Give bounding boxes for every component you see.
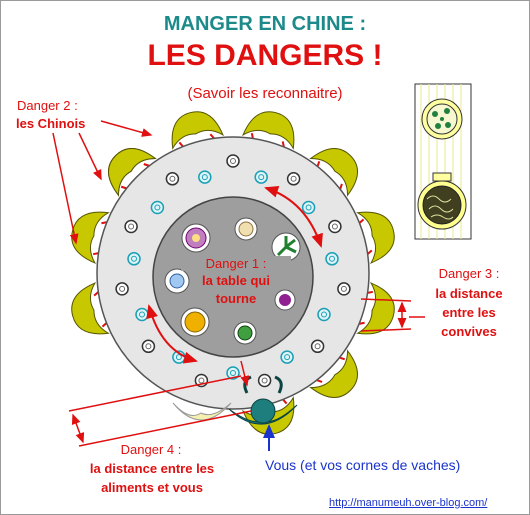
danger1-line1: la table qui: [202, 273, 270, 288]
blog-link[interactable]: http://manumeuh.over-blog.com/: [329, 497, 488, 509]
danger3-measure: [360, 298, 425, 332]
place-setting-inner: [119, 285, 126, 292]
place-setting-inner: [128, 223, 135, 230]
place-setting: [141, 339, 156, 354]
place-setting: [135, 307, 149, 322]
place-setting-inner: [169, 175, 176, 182]
place-setting-inner: [154, 204, 161, 211]
danger3-line1: la distance: [435, 286, 503, 301]
place-setting: [226, 154, 240, 168]
place-setting-inner: [331, 223, 338, 230]
danger3-line3: convives: [441, 324, 497, 339]
place-setting: [127, 252, 141, 266]
place-setting: [310, 339, 325, 354]
danger4-line2: aliments et vous: [101, 480, 203, 495]
place-setting-inner: [230, 158, 236, 164]
danger4-measure: [68, 360, 252, 447]
place-setting: [226, 366, 240, 380]
place-setting-inner: [314, 343, 321, 350]
place-setting-inner: [139, 311, 145, 318]
bowls-inset: [414, 83, 472, 240]
danger3-line2: entre les: [442, 305, 496, 320]
place-setting: [198, 170, 212, 184]
place-setting-inner: [198, 377, 205, 384]
rotation-arrow-bottom: [146, 304, 198, 364]
place-setting: [280, 350, 294, 364]
danger2-arrows: [52, 120, 153, 245]
vous-figure: [228, 375, 298, 425]
title-line-2: LES DANGERS !: [147, 39, 383, 72]
place-setting-inner: [340, 285, 347, 292]
place-setting: [257, 373, 272, 388]
place-setting-inner: [230, 370, 236, 376]
place-setting-inner: [261, 377, 268, 384]
title-line-1: MANGER EN CHINE :: [163, 13, 367, 35]
place-setting: [337, 282, 351, 296]
danger2-text: les Chinois: [16, 116, 86, 131]
danger4-heading: Danger 4 :: [120, 442, 182, 457]
danger2-heading: Danger 2 :: [17, 98, 78, 113]
place-setting: [115, 282, 129, 296]
place-setting: [254, 170, 268, 184]
place-setting: [328, 219, 342, 234]
place-setting: [124, 219, 138, 234]
place-setting-inner: [201, 174, 208, 181]
place-setting: [165, 172, 180, 186]
place-setting-inner: [321, 311, 327, 318]
vous-label: Vous (et vos cornes de vaches): [265, 457, 461, 473]
place-setting: [325, 252, 339, 266]
place-setting: [317, 307, 331, 322]
place-setting-inner: [131, 255, 137, 262]
place-settings: [115, 154, 351, 388]
place-setting-inner: [329, 255, 335, 262]
place-setting-inner: [258, 174, 265, 181]
danger4-line1: la distance entre les: [89, 461, 215, 476]
place-setting-inner: [284, 354, 291, 361]
neighbour-diner: [172, 402, 232, 421]
place-setting-inner: [290, 175, 297, 182]
rotation-arrow-top: [264, 186, 323, 248]
danger1-heading: Danger 1 :: [181, 256, 291, 271]
subtitle: (Savoir les reconnaitre): [187, 85, 343, 102]
place-setting: [301, 200, 316, 215]
place-setting: [150, 200, 165, 215]
danger1-line2: tourne: [215, 291, 257, 306]
danger3-heading: Danger 3 :: [438, 266, 500, 281]
place-setting: [286, 172, 301, 186]
